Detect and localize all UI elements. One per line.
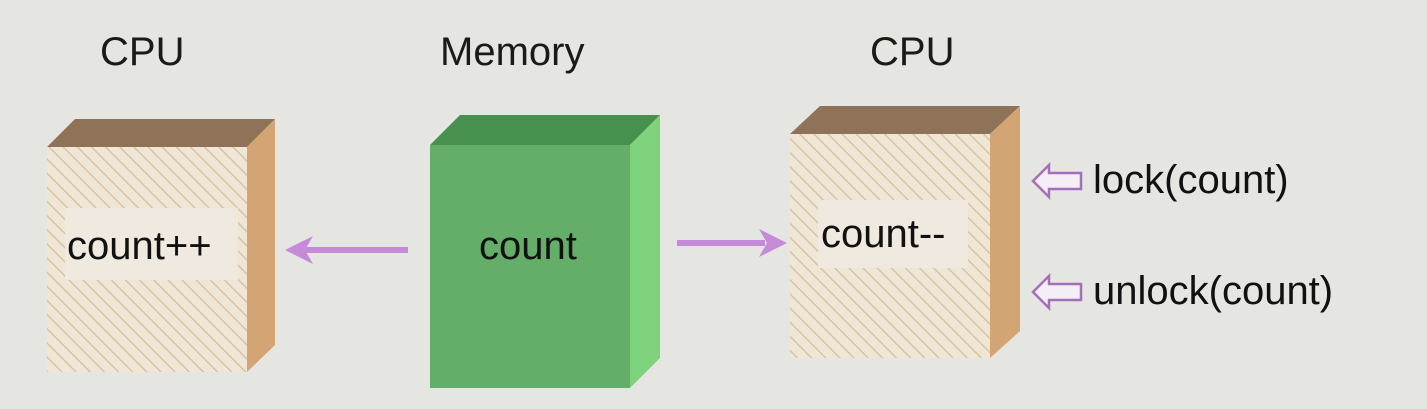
memory-front-face	[430, 145, 630, 388]
right-cpu-side-face	[990, 106, 1020, 358]
lock-annotation: lock(count)	[1093, 158, 1289, 202]
memory-label: count	[479, 224, 577, 268]
left-cpu-label-panel	[65, 208, 238, 280]
unlock-annotation: unlock(count)	[1093, 269, 1334, 313]
left-cpu-top-face	[47, 119, 275, 147]
right-cpu-label: count--	[821, 212, 946, 256]
memory-top-face	[430, 115, 660, 145]
right-cpu-top-face	[790, 106, 1020, 134]
lock-hollow-arrow-icon	[1031, 161, 1083, 201]
left-cpu-label: count++	[67, 224, 212, 268]
arrow-memory-to-right-cpu	[677, 229, 787, 257]
right-cpu-cube	[790, 106, 1020, 358]
arrow-right-head	[759, 229, 787, 257]
memory-title: Memory	[440, 30, 585, 74]
unlock-hollow-arrow-icon	[1031, 272, 1083, 312]
memory-side-face	[630, 115, 660, 388]
right-cpu-title: CPU	[870, 30, 955, 74]
left-cpu-cube	[47, 119, 275, 372]
memory-cube	[430, 115, 660, 388]
left-cpu-title: CPU	[100, 30, 185, 74]
arrow-left-head	[285, 236, 313, 264]
right-cpu-label-panel	[818, 200, 968, 268]
arrow-memory-to-left-cpu	[285, 236, 408, 264]
left-cpu-side-face	[247, 119, 275, 372]
